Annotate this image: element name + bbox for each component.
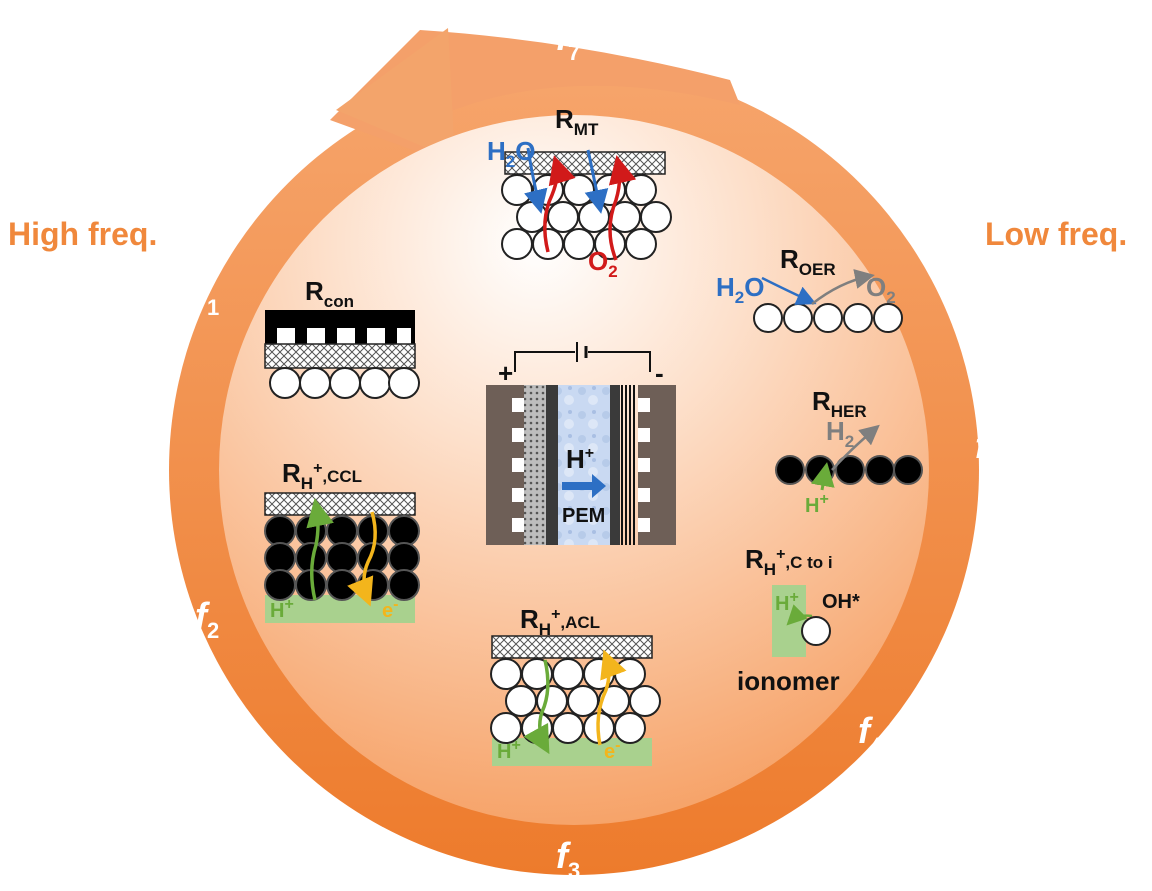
membrane-label: PEM <box>562 505 605 527</box>
oer-water-label: H2O <box>716 272 764 307</box>
high-freq-label: High freq. <box>8 216 157 252</box>
catalyst-particles-top <box>501 174 672 260</box>
oer-oxygen-label: O2 <box>866 272 896 307</box>
proton-transport-arrow <box>562 474 606 498</box>
catalyst-particle-ctoi <box>801 616 831 646</box>
proton-label-ccl: H+ <box>270 596 294 622</box>
external-circuit <box>514 351 651 372</box>
freq-label-1: f1 <box>195 272 219 320</box>
catalyst-particles-acl <box>490 658 661 744</box>
cathode-gdl <box>621 385 635 545</box>
freq-label-6: f6 <box>870 145 894 193</box>
r-h-ccl-label: RH+,CCL <box>282 458 362 493</box>
electron-label-acl: e- <box>604 737 620 763</box>
ctoi-proton-label: H+ <box>775 589 799 615</box>
ionomer-label: ionomer <box>737 666 840 696</box>
catalyst-particles-con <box>269 367 420 399</box>
anode-catalyst-layer <box>546 385 558 545</box>
electron-label-ccl: e- <box>382 596 398 622</box>
ctoi-proton-arrow <box>786 604 813 626</box>
water-arrow-2 <box>584 149 609 214</box>
water-label-top: H2O <box>487 136 535 171</box>
cathode-sign: - <box>655 358 664 388</box>
ring-arrowhead <box>336 28 455 160</box>
oh-star-label: OH* <box>822 591 860 613</box>
anode-ptl <box>524 385 546 545</box>
r-her-label: RHER <box>812 386 867 421</box>
freq-label-4: f4 <box>858 710 883 758</box>
low-freq-label: Low freq. <box>985 216 1127 252</box>
ring-gap <box>120 70 300 220</box>
proton-arrow-ccl <box>306 498 334 601</box>
gdl-layer-con <box>264 343 416 369</box>
water-arrow-1 <box>524 147 548 214</box>
gdl-layer-acl <box>491 635 653 659</box>
electrolyzer-cell: + - H+ PEM <box>486 342 676 545</box>
proton-label-cell: H+ <box>566 444 594 474</box>
oxygen-arrow-2 <box>608 155 637 261</box>
cathode-catalyst-layer <box>610 385 620 545</box>
r-h-ctoi-label: RH+,C to i <box>745 544 833 579</box>
electron-arrow-acl <box>596 649 627 746</box>
flow-channels <box>277 328 411 344</box>
acl-proton-group: RH+,ACL H+ e- <box>490 604 661 766</box>
mass-transport-group: RMT H2O O2 <box>487 104 672 281</box>
freq-label-3: f3 <box>556 835 580 883</box>
oer-oxygen-arrow <box>811 269 875 305</box>
cathode-channels <box>638 398 650 532</box>
proton-label-acl: H+ <box>497 737 521 763</box>
oer-catalyst-particles <box>753 303 903 333</box>
freq-label-2: f2 <box>195 595 219 643</box>
her-hydrogen-arrow <box>831 424 880 471</box>
membrane <box>558 385 610 545</box>
oxygen-label-top: O2 <box>588 246 618 281</box>
carbon-to-ionomer-group: RH+,C to i H+ OH* ionomer <box>737 544 860 696</box>
r-con-label: Rcon <box>305 276 354 311</box>
electron-arrow-ccl <box>347 511 377 607</box>
r-h-acl-label: RH+,ACL <box>520 604 600 639</box>
gdl-layer-ccl <box>264 492 416 516</box>
ccl-proton-group: RH+,CCL H+ e- <box>264 458 420 623</box>
her-proton-arrow <box>810 462 835 491</box>
contact-resistance-group: Rcon <box>264 276 420 399</box>
r-mt-label: RMT <box>555 104 599 139</box>
her-catalyst-particles <box>775 455 923 485</box>
oer-group: ROER H2O O2 <box>716 244 903 333</box>
her-proton-label: H+ <box>805 491 829 517</box>
her-hydrogen-label: H2 <box>826 416 854 451</box>
anode-channels <box>512 398 524 532</box>
proton-arrow-acl <box>523 659 550 755</box>
oer-water-arrow <box>761 276 817 305</box>
freq-label-5: f5 <box>975 425 999 473</box>
anode-sign: + <box>498 358 513 388</box>
r-oer-label: ROER <box>780 244 836 279</box>
freq-label-7: f7 <box>556 17 580 65</box>
carbon-particles-ccl <box>264 515 420 601</box>
her-group: RHER H2 H+ <box>775 386 923 517</box>
oxygen-arrow-1 <box>543 155 576 253</box>
